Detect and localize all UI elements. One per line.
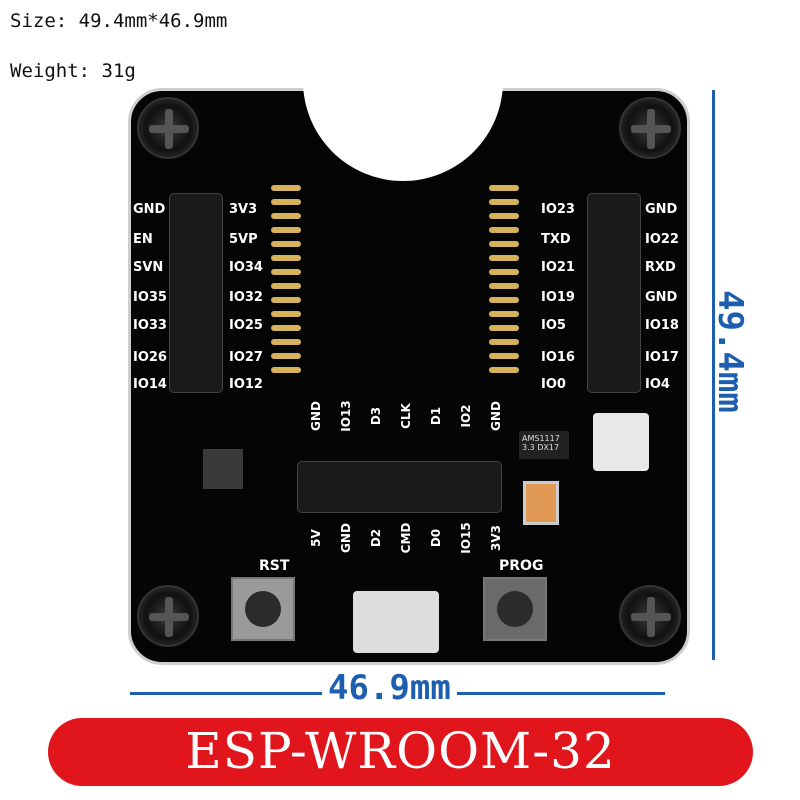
pin-label: IO16 [541, 350, 575, 365]
pin-label: 3V3 [229, 202, 258, 217]
prog-label: PROG [499, 558, 544, 574]
gold-pin [271, 339, 301, 345]
gold-pin [489, 353, 519, 359]
pin-label: GND [309, 401, 323, 431]
pin-label: IO32 [229, 290, 263, 305]
right-pin-header [587, 193, 641, 393]
rst-label: RST [259, 558, 290, 574]
capacitor [523, 481, 559, 525]
pin-label: GND [339, 523, 353, 553]
power-switch[interactable] [593, 413, 649, 471]
pin-label: D1 [429, 406, 443, 426]
pin-label: IO35 [133, 290, 167, 305]
screw-icon [137, 585, 199, 647]
pin-label: IO23 [541, 202, 575, 217]
pin-label: IO22 [645, 232, 679, 247]
gold-pin [489, 297, 519, 303]
gold-pin [271, 297, 301, 303]
pin-label: IO21 [541, 260, 575, 275]
pin-label: D0 [429, 528, 443, 548]
pin-label: GND [133, 202, 166, 217]
gold-pin [489, 339, 519, 345]
pin-label: CMD [399, 522, 413, 554]
gold-pin [489, 269, 519, 275]
gold-pin [271, 269, 301, 275]
gold-pin [489, 199, 519, 205]
weight-spec: Weight: 31g [10, 60, 136, 82]
pin-label: IO25 [229, 318, 263, 333]
gold-pin [489, 213, 519, 219]
bottom-pin-header [297, 461, 502, 513]
micro-usb-port[interactable] [353, 591, 439, 653]
gold-pin [489, 311, 519, 317]
gold-pin [271, 213, 301, 219]
pin-label: IO34 [229, 260, 263, 275]
pin-label: 5V [309, 529, 323, 547]
gold-pin [489, 367, 519, 373]
gold-pin [271, 353, 301, 359]
pin-label: IO12 [229, 377, 263, 392]
pin-label: IO26 [133, 350, 167, 365]
pin-label: IO0 [541, 377, 566, 392]
pin-label: SVN [133, 260, 164, 275]
height-dimension-line [712, 90, 715, 660]
pin-label: EN [133, 232, 153, 247]
gold-pin [271, 325, 301, 331]
left-pin-header [169, 193, 223, 393]
gold-pin [489, 325, 519, 331]
pin-label: IO5 [541, 318, 566, 333]
screw-icon [619, 97, 681, 159]
gold-pin [271, 227, 301, 233]
pin-label: IO4 [645, 377, 670, 392]
pin-label: IO13 [339, 400, 353, 432]
pin-label: IO17 [645, 350, 679, 365]
regulator-chip: AMS1117 3.3 DX17 [519, 431, 569, 459]
screw-icon [137, 97, 199, 159]
gold-pin [489, 283, 519, 289]
gold-pin [271, 311, 301, 317]
gold-pin [489, 185, 519, 191]
size-spec: Size: 49.4mm*46.9mm [10, 10, 228, 32]
pin-label: IO33 [133, 318, 167, 333]
gold-pin [271, 185, 301, 191]
pin-label: D2 [369, 528, 383, 548]
pin-label: IO18 [645, 318, 679, 333]
pin-label: 5VP [229, 232, 258, 247]
pin-label: IO27 [229, 350, 263, 365]
pin-label: 3V3 [489, 525, 503, 551]
model-banner: ESP-WROOM-32 [48, 718, 753, 786]
usb-uart-chip [203, 449, 243, 489]
gold-pin [489, 255, 519, 261]
pin-label: CLK [399, 403, 413, 429]
pin-label: IO2 [459, 404, 473, 428]
gold-pin [489, 241, 519, 247]
pin-label: IO19 [541, 290, 575, 305]
gold-pin [271, 199, 301, 205]
module-notch [303, 11, 503, 181]
gold-pin [271, 367, 301, 373]
gold-pin [271, 283, 301, 289]
pin-label: GND [489, 401, 503, 431]
height-dimension: 49.4mm [710, 290, 750, 413]
gold-pin [271, 241, 301, 247]
pin-label: GND [645, 290, 678, 305]
pin-label: IO14 [133, 377, 167, 392]
gold-pin [489, 227, 519, 233]
screw-icon [619, 585, 681, 647]
width-dimension: 46.9mm [322, 668, 457, 708]
prog-button[interactable] [483, 577, 547, 641]
pin-label: IO15 [459, 522, 473, 554]
rst-button[interactable] [231, 577, 295, 641]
gold-pin [271, 255, 301, 261]
pin-label: RXD [645, 260, 676, 275]
pin-label: GND [645, 202, 678, 217]
pin-label: TXD [541, 232, 571, 247]
pin-label: D3 [369, 406, 383, 426]
